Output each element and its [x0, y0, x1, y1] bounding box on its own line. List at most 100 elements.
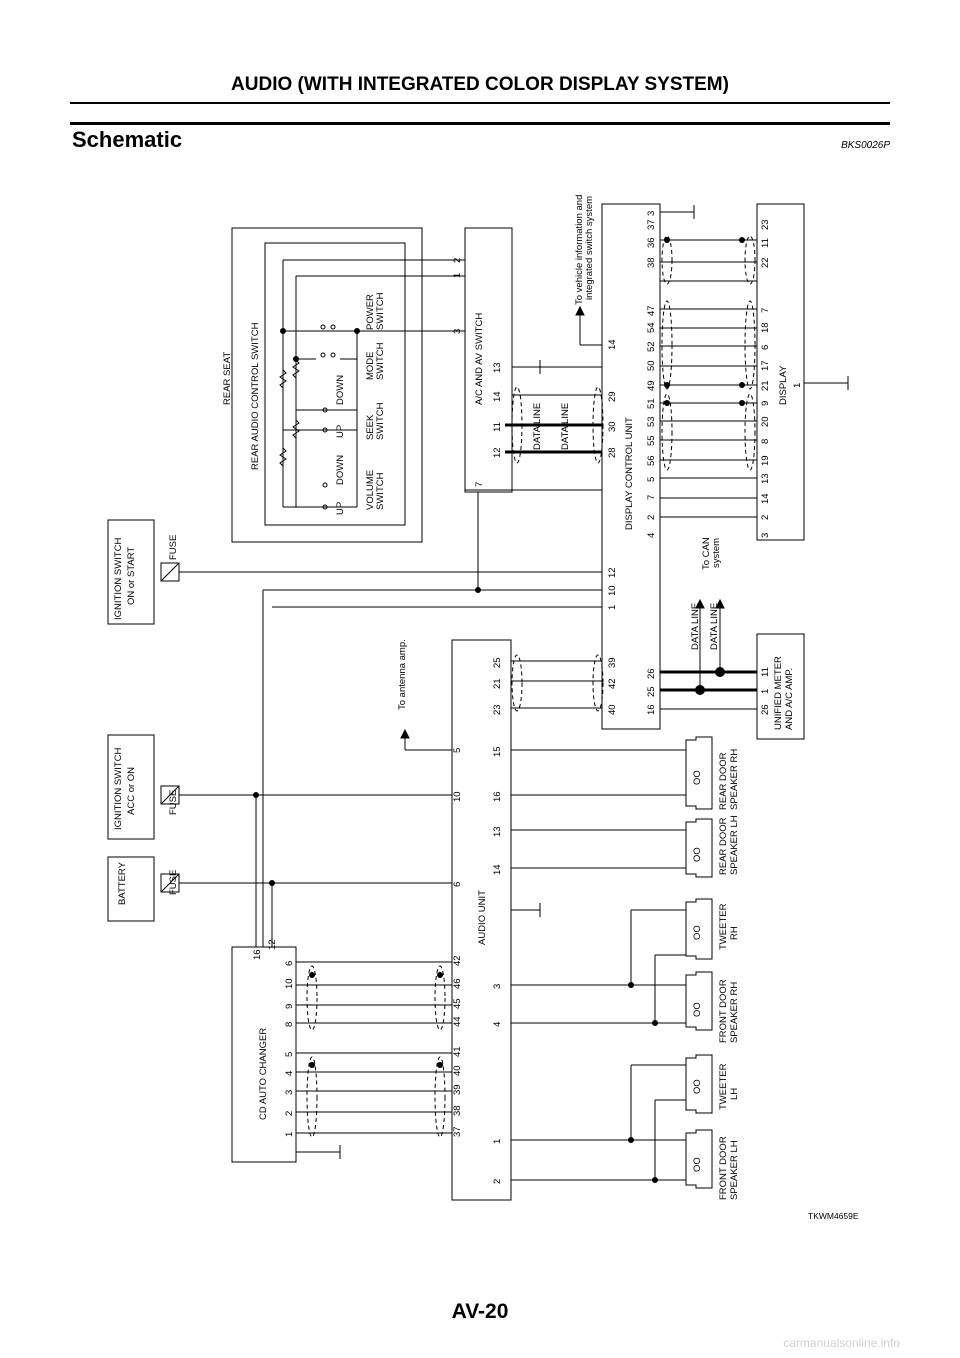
ac-av-switch-label: A/C AND AV SWITCH: [474, 313, 485, 405]
speaker-mark-tweeter-lh: OO: [692, 1079, 703, 1094]
pin-au-41: 41: [452, 1046, 463, 1057]
pin-dcu-25: 25: [646, 686, 657, 697]
tweeter-lh-label-2: LH: [729, 1088, 740, 1100]
seek-switch-label-1: SEEK: [365, 414, 376, 440]
ign-acc-label-2: ACC or ON: [126, 767, 137, 815]
display-box: [756, 203, 805, 541]
pin-ac-av-14: 14: [492, 391, 503, 402]
pin-disp-9: 9: [760, 401, 771, 406]
pin-cd-16: 16: [252, 949, 263, 960]
cd-changer-box: [231, 946, 297, 1163]
pin-dcu-40: 40: [607, 704, 618, 715]
volume-up-label: UP: [335, 502, 346, 515]
pin-dcu-28: 28: [607, 447, 618, 458]
rear-audio-control-box: [264, 242, 406, 526]
speaker-front-lh: [685, 1129, 713, 1189]
pin-au-1: 1: [492, 1139, 503, 1144]
battery-box: [107, 856, 155, 922]
speaker-mark-tweeter-rh: OO: [692, 925, 703, 940]
audio-unit-box: [451, 639, 512, 1201]
pin-dcu-42: 42: [607, 678, 618, 689]
data-line-label-1: DATA LINE: [532, 403, 543, 450]
front-door-rh-label-1: FRONT DOOR: [718, 979, 729, 1043]
pin-dcu-56: 56: [646, 455, 657, 466]
pin-au-45: 45: [452, 998, 463, 1009]
pin-cd-5: 5: [284, 1052, 295, 1057]
pin-meter-26: 26: [760, 704, 771, 715]
diagram-code: TKWM4659E: [808, 1211, 859, 1221]
pin-dcu-3: 3: [646, 211, 657, 216]
header-rule: [70, 102, 890, 104]
front-door-rh-label-2: SPEAKER RH: [729, 982, 740, 1043]
pin-dcu-5: 5: [646, 477, 657, 482]
vehicle-info-label-1: To vehicle information and: [574, 195, 585, 305]
rear-door-rh-label-1: REAR DOOR: [718, 752, 729, 810]
ign-on-label-1: IGNITION SWITCH: [113, 538, 124, 620]
fuse-label-on: FUSE: [168, 535, 179, 560]
data-line-label-3: DATA LINE: [690, 603, 701, 650]
ignition-on-box: [107, 519, 155, 625]
ign-on-label-2: ON or START: [126, 547, 137, 605]
fuse-label-acc: FUSE: [168, 790, 179, 815]
pin-disp-17: 17: [760, 360, 771, 371]
data-line-label-2: DATA LINE: [560, 403, 571, 450]
pin-au-25: 25: [492, 657, 503, 668]
pin-dcu-47: 47: [646, 305, 657, 316]
pin-dcu-39: 39: [607, 657, 618, 668]
pin-cd-10: 10: [284, 978, 295, 989]
pin-dcu-54: 54: [646, 322, 657, 333]
tweeter-rh-label-1: TWEETER: [718, 903, 729, 950]
pin-dcu-10: 10: [607, 585, 618, 596]
rear-audio-ctrl-label: REAR AUDIO CONTROL SWITCH: [250, 322, 261, 470]
pin-dcu-7: 7: [646, 495, 657, 500]
pin-au-16: 16: [492, 791, 503, 802]
display-number: 1: [792, 383, 803, 388]
speaker-tweeter-lh: [685, 1054, 713, 1114]
pin-disp-6: 6: [760, 345, 771, 350]
pin-dcu-30: 30: [607, 421, 618, 432]
mode-switch-label-2: SWITCH: [375, 342, 386, 380]
pin-au-13: 13: [492, 826, 503, 837]
pin-dcu-1: 1: [607, 605, 618, 610]
pin-disp-19: 19: [760, 455, 771, 466]
pin-cd-9: 9: [284, 1004, 295, 1009]
pin-au-2: 2: [492, 1179, 503, 1184]
pin-disp-2: 2: [760, 515, 771, 520]
tweeter-lh-label-1: TWEETER: [718, 1063, 729, 1110]
pin-cd-1: 1: [284, 1132, 295, 1137]
pin-au-4: 4: [492, 1022, 503, 1027]
pin-dcu-50: 50: [646, 360, 657, 371]
speaker-rear-lh: [685, 818, 713, 878]
rear-door-rh-label-2: SPEAKER RH: [729, 749, 740, 810]
speaker-mark-front-lh: OO: [692, 1157, 703, 1172]
pin-dcu-14: 14: [607, 339, 618, 350]
pin-dcu-55: 55: [646, 435, 657, 446]
pin-dcu-49: 49: [646, 380, 657, 391]
seek-up-label: UP: [335, 425, 346, 438]
volume-switch-label-2: SWITCH: [375, 472, 386, 510]
pin-disp-8: 8: [760, 439, 771, 444]
pin-au-46: 46: [452, 978, 463, 989]
ignition-acc-box: [107, 734, 155, 840]
dcu-label: DISPLAY CONTROL UNIT: [624, 417, 635, 530]
pin-dcu-38: 38: [646, 257, 657, 268]
speaker-mark-front-rh: OO: [692, 1002, 703, 1017]
display-control-unit-box: [601, 203, 661, 730]
page-header-title: AUDIO (WITH INTEGRATED COLOR DISPLAY SYS…: [231, 74, 729, 95]
pin-disp-18: 18: [760, 322, 771, 333]
pin-dcu-53: 53: [646, 416, 657, 427]
tweeter-rh-label-2: RH: [729, 926, 740, 940]
rear-seat-box: [231, 227, 423, 543]
pin-dcu-36: 36: [646, 237, 657, 248]
pin-disp-3: 3: [760, 533, 771, 538]
cd-changer-label: CD AUTO CHANGER: [258, 1028, 269, 1120]
pin-disp-7: 7: [760, 308, 771, 313]
seek-switch-label-2: SWITCH: [375, 402, 386, 440]
unified-meter-box: [756, 633, 805, 740]
pin-au-21: 21: [492, 678, 503, 689]
speaker-tweeter-rh: [685, 898, 713, 960]
page-number: AV-20: [451, 1300, 509, 1323]
pin-ac-av-1: 1: [452, 273, 463, 278]
pin-ac-av-13: 13: [492, 362, 503, 373]
